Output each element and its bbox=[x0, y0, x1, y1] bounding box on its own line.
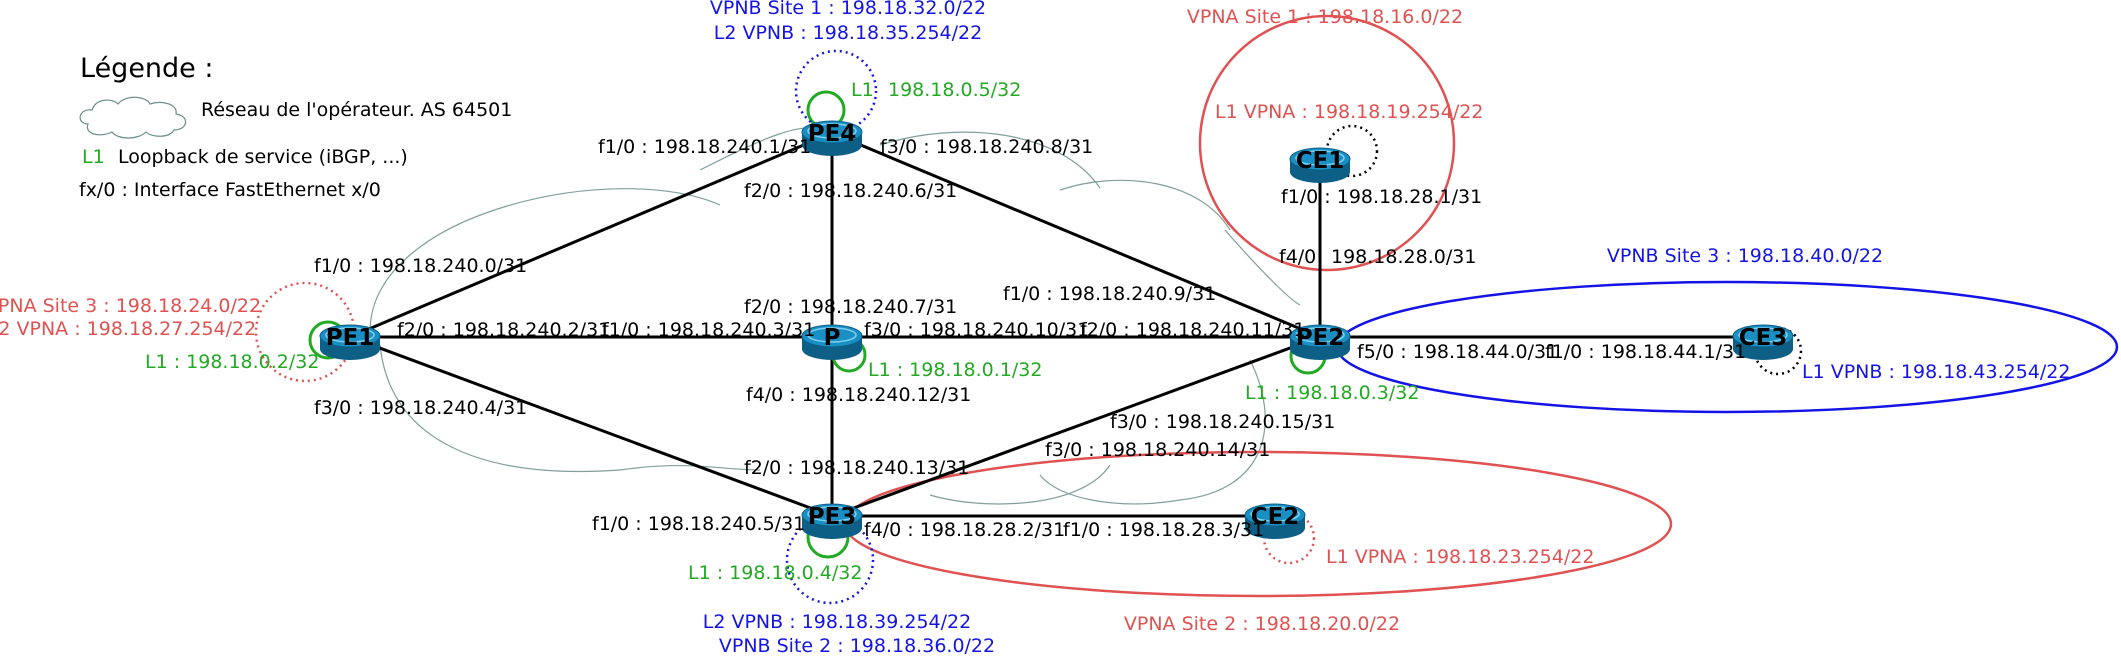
pe3-f3-label: f3/0 : 198.18.240.14/31 bbox=[1045, 439, 1270, 461]
legend-title: Légende : bbox=[80, 53, 213, 84]
pe2-f2-label: f2/0 : 198.18.240.11/31 bbox=[1080, 319, 1305, 341]
ce3-l1-label: L1 VPNB : 198.18.43.254/22 bbox=[1802, 361, 2070, 383]
pe4-l1-symbol: L1 bbox=[851, 79, 874, 101]
link-pe1-pe4 bbox=[349, 131, 833, 339]
router-pe2[interactable]: PE2 bbox=[1289, 324, 1351, 361]
operator-cloud bbox=[369, 126, 1301, 505]
p-f4-label: f4/0 : 198.18.240.12/31 bbox=[746, 384, 971, 406]
ce3-l1-loop bbox=[1753, 326, 1803, 376]
router-ce2[interactable]: CE2 bbox=[1244, 503, 1306, 540]
link-pe4-pe2 bbox=[831, 131, 1321, 339]
pe4-f2-label: f2/0 : 198.18.240.6/31 bbox=[744, 180, 957, 202]
pe1-l1-label: L1 : 198.18.0.2/32 bbox=[145, 351, 319, 373]
link-pe2-pe3 bbox=[831, 335, 1321, 518]
pe3-l2-vpnb-label: L2 VPNB : 198.18.39.254/22 bbox=[703, 611, 971, 633]
pe4-l2-vpnb-label: L2 VPNB : 198.18.35.254/22 bbox=[714, 22, 982, 44]
p-f2-label: f2/0 : 198.18.240.7/31 bbox=[744, 296, 957, 318]
legend-loopback-text: Loopback de service (iBGP, ...) bbox=[118, 146, 408, 168]
router-pe1[interactable]: PE1 bbox=[319, 324, 381, 361]
router-pe1-label: PE1 bbox=[326, 325, 375, 351]
pe3-l2-vpnb-loop bbox=[785, 515, 875, 605]
router-pe2-label: PE2 bbox=[1296, 325, 1345, 351]
vpna-site3-label: VPNA Site 3 : 198.18.24.0/22 bbox=[0, 295, 261, 317]
vpna-site2-label: VPNA Site 2 : 198.18.20.0/22 bbox=[1124, 613, 1400, 635]
pe3-f2-label: f2/0 : 198.18.240.13/31 bbox=[744, 457, 969, 479]
pe4-l2-vpnb-loop bbox=[794, 49, 878, 133]
router-ce3-label: CE3 bbox=[1739, 325, 1788, 351]
pe4-l1-address: 198.18.0.5/32 bbox=[888, 79, 1021, 101]
vpnb-site2-label: VPNB Site 2 : 198.18.36.0/22 bbox=[719, 635, 995, 657]
vpna-site1-label: VPNA Site 1 : 198.18.16.0/22 bbox=[1187, 6, 1463, 28]
router-pe4[interactable]: PE4 bbox=[801, 120, 863, 157]
router-p-label: P bbox=[824, 325, 841, 351]
ce1-l1-label: L1 VPNA : 198.18.19.254/22 bbox=[1215, 101, 1483, 123]
pe2-f5-label: f5/0 : 198.18.44.0/31 bbox=[1357, 341, 1558, 363]
router-ce3[interactable]: CE3 bbox=[1732, 324, 1794, 361]
pe2-f1-label: f1/0 : 198.18.240.9/31 bbox=[1003, 283, 1216, 305]
p-l1-label: L1 : 198.18.0.1/32 bbox=[868, 359, 1042, 381]
pe1-f3-label: f3/0 : 198.18.240.4/31 bbox=[314, 397, 527, 419]
ce2-f1-label: f1/0 : 198.18.28.3/31 bbox=[1063, 519, 1264, 541]
network-links bbox=[349, 131, 1763, 518]
router-p[interactable]: P bbox=[801, 324, 863, 361]
ce1-f1-label: f1/0 : 198.18.28.1/31 bbox=[1281, 186, 1482, 208]
router-pe3-label: PE3 bbox=[808, 504, 857, 530]
pe3-f4-label: f4/0 : 198.18.28.2/31 bbox=[864, 519, 1065, 541]
pe3-l1-label: L1 : 198.18.0.4/32 bbox=[688, 562, 862, 584]
pe4-f1-label: f1/0 : 198.18.240.1/31 bbox=[598, 136, 811, 158]
link-pe1-pe3 bbox=[349, 335, 833, 518]
router-ce2-label: CE2 bbox=[1251, 504, 1300, 530]
pe1-l2-vpna-label: L2 VPNA : 198.18.27.254/22 bbox=[0, 318, 256, 340]
pe3-f1-label: f1/0 : 198.18.240.5/31 bbox=[592, 513, 805, 535]
ce3-f1-label: f1/0 : 198.18.44.1/31 bbox=[1545, 341, 1746, 363]
router-pe4-label: PE4 bbox=[808, 121, 857, 147]
legend-interface-text: fx/0 : Interface FastEthernet x/0 bbox=[79, 179, 381, 201]
router-pe3[interactable]: PE3 bbox=[801, 503, 863, 540]
legend-cloud-text: Réseau de l'opérateur. AS 64501 bbox=[201, 99, 512, 121]
legend: Légende : Réseau de l'opérateur. AS 6450… bbox=[79, 53, 512, 201]
pe2-f4-address: 198.18.28.0/31 bbox=[1331, 246, 1476, 268]
ce2-l1-label: L1 VPNA : 198.18.23.254/22 bbox=[1326, 546, 1594, 568]
router-ce1[interactable]: CE1 bbox=[1289, 147, 1351, 184]
vpna-site1-boundary bbox=[1198, 14, 1456, 272]
pe2-l1-label: L1 : 198.18.0.3/32 bbox=[1245, 382, 1419, 404]
p-f3-label: f3/0 : 198.18.240.10/31 bbox=[864, 319, 1089, 341]
vpnb-site1-label: VPNB Site 1 : 198.18.32.0/22 bbox=[710, 0, 986, 19]
pe1-f2-label: f2/0 : 198.18.240.2/31 bbox=[397, 319, 610, 341]
vpnb-site3-label: VPNB Site 3 : 198.18.40.0/22 bbox=[1607, 245, 1883, 267]
cloud-icon bbox=[79, 96, 187, 139]
legend-loopback-symbol: L1 bbox=[82, 146, 105, 168]
pe1-f1-label: f1/0 : 198.18.240.0/31 bbox=[314, 255, 527, 277]
pe2-f4-label: f4/0 bbox=[1279, 246, 1316, 268]
router-ce1-label: CE1 bbox=[1296, 148, 1345, 174]
pe2-f3-label: f3/0 : 198.18.240.15/31 bbox=[1110, 411, 1335, 433]
p-f1-label: f1/0 : 198.18.240.3/31 bbox=[602, 319, 815, 341]
pe4-f3-label: f3/0 : 198.18.240.8/31 bbox=[880, 136, 1093, 158]
